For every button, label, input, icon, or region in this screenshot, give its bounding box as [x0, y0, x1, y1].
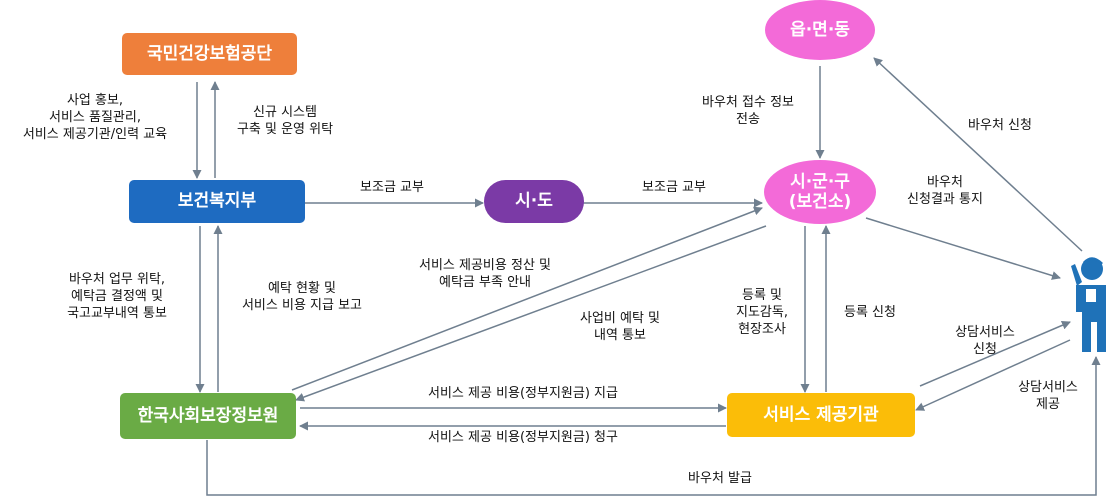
- label-voucher-issue: 바우처 발급: [688, 471, 752, 486]
- node-eupmyeondong: 읍·면·동: [765, 0, 875, 60]
- node-nhis-label: 국민건강보험공단: [146, 43, 273, 64]
- label-subsidy-1: 보조금 교부: [360, 180, 424, 195]
- node-sido-label: 시·도: [515, 191, 553, 212]
- arrow-ssis-to-sigungu: [291, 206, 763, 391]
- node-mohw: 보건복지부: [129, 180, 305, 223]
- node-provider-label: 서비스 제공기관: [763, 404, 879, 425]
- node-ssis-label: 한국사회보장정보원: [137, 405, 279, 426]
- node-sido: 시·도: [484, 180, 584, 223]
- label-claim: 서비스 제공 비용(정부지원금) 청구: [428, 430, 618, 445]
- arrow-person-to-eupmyeondong: [873, 57, 1083, 252]
- node-sigungu: 시·군·구 (보건소): [764, 160, 876, 224]
- label-voucher-apply: 바우처 신청: [968, 118, 1032, 133]
- label-promo: 사업 홍보, 서비스 품질관리, 서비스 제공기관/인력 교육: [22, 93, 168, 142]
- label-pay: 서비스 제공 비용(정부지원금) 지급: [428, 386, 618, 401]
- arrow-person-to-provider: [915, 339, 1071, 411]
- label-voucher-result: 바우처 신청결과 통지: [907, 175, 983, 207]
- arrow-ssis-to-person: [206, 356, 1101, 496]
- label-voucher-info: 바우처 접수 정보 전송: [702, 95, 794, 127]
- label-new-system: 신규 시스템 구축 및 운영 위탁: [236, 105, 334, 137]
- arrow-provider-to-person: [919, 321, 1071, 387]
- arrow-sigungu-to-person: [865, 217, 1061, 280]
- label-registration: 등록 및 지도감독, 현장조사: [736, 288, 788, 337]
- user-icon: [1071, 257, 1106, 352]
- label-consult-apply: 상담서비스 신청: [955, 325, 1015, 357]
- node-mohw-label: 보건복지부: [177, 191, 257, 212]
- arrow-sigungu-to-ssis: [295, 225, 767, 402]
- label-subsidy-2: 보조금 교부: [642, 180, 706, 195]
- node-sigungu-label: 시·군·구 (보건소): [788, 171, 852, 212]
- label-deposit-status: 예탁 현황 및 서비스 비용 지급 보고: [241, 281, 363, 313]
- node-provider: 서비스 제공기관: [727, 393, 915, 437]
- node-eupmyeondong-label: 읍·면·동: [790, 19, 850, 40]
- label-project-deposit: 사업비 예탁 및 내역 통보: [579, 311, 661, 343]
- label-voucher-task: 바우처 업무 위탁, 예탁금 결정액 및 국고교부내역 통보: [67, 272, 167, 321]
- node-ssis: 한국사회보장정보원: [120, 393, 296, 439]
- label-settlement: 서비스 제공비용 정산 및 예탁금 부족 안내: [419, 258, 551, 290]
- label-reg-apply: 등록 신청: [844, 305, 896, 320]
- node-nhis: 국민건강보험공단: [122, 33, 297, 75]
- label-consult-provide: 상담서비스 제공: [1018, 380, 1078, 412]
